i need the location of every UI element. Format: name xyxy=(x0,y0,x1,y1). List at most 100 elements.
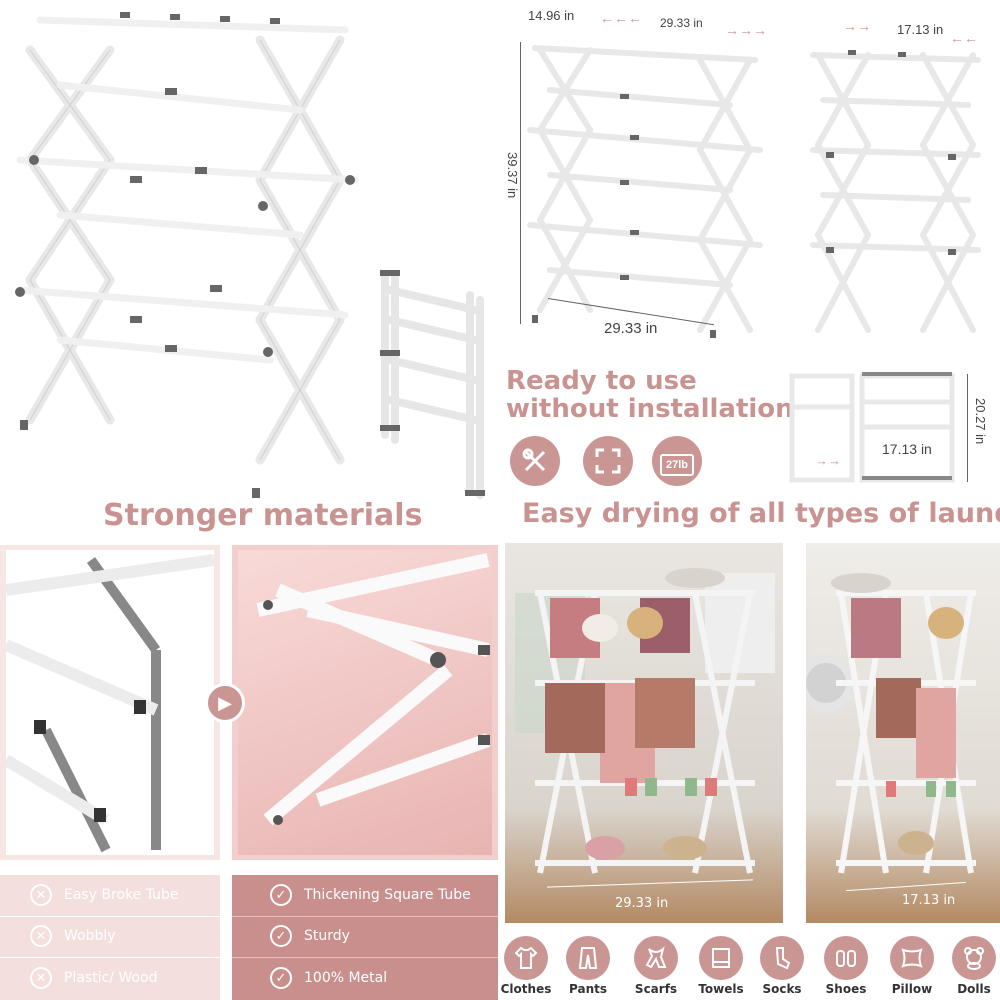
laundry-item-pillow: Pillow xyxy=(884,936,940,996)
strong-tube-panel xyxy=(232,545,498,860)
laundry-item-shoes: Shoes xyxy=(818,936,874,996)
laundry-rack-front-image xyxy=(515,568,775,874)
drying-rack-image xyxy=(15,12,359,498)
x-icon: ✕ xyxy=(30,967,52,989)
good-divider xyxy=(232,916,498,917)
ready-line-2: without installation xyxy=(506,394,794,424)
laundry-label: Scarfs xyxy=(634,982,678,996)
no-tools-icon xyxy=(510,436,560,486)
dim-height-unit: in xyxy=(505,188,520,199)
dim-folded-height-unit: in xyxy=(973,434,988,445)
laundry-label: Clothes xyxy=(500,982,552,996)
ready-line-1: Ready to use xyxy=(506,366,697,396)
dim-height: 39.37 in xyxy=(505,152,520,198)
dim-folded-width-unit: in xyxy=(920,441,932,457)
socks-icon xyxy=(760,936,804,980)
laundry-item-pants: Pants xyxy=(560,936,616,996)
height-line xyxy=(520,42,521,324)
check-icon: ✓ xyxy=(270,925,292,947)
dim-side-width-value: 17.13 xyxy=(897,22,930,37)
weak-tube-inner xyxy=(2,550,215,855)
pillow-icon xyxy=(890,936,934,980)
laundry-item-scarfs: Scarfs xyxy=(628,936,684,996)
arrow-fold-icon: →→ xyxy=(815,453,841,468)
thin-tube-image xyxy=(2,554,215,853)
dim-folded-width-value: 17.13 xyxy=(882,441,918,457)
good-row-3: ✓ 100% Metal xyxy=(240,959,498,997)
dim-folded-height: 20.27 in xyxy=(973,398,988,444)
laundry-photo-front: 29.33 in xyxy=(505,543,783,923)
good-divider xyxy=(232,957,498,958)
thick-tube-image xyxy=(256,553,491,826)
arrow-right-icon: →→→ xyxy=(725,22,767,38)
dim-depth: 14.96 in xyxy=(528,8,574,23)
rack-dimension-front-image xyxy=(527,45,763,338)
dim-folded-width: 17.13 in xyxy=(880,441,934,457)
dim-width-bottom: 29.33 in xyxy=(604,320,657,337)
good-row-2: ✓ Sturdy xyxy=(240,917,498,955)
arrow-inward-left-icon: →→ xyxy=(843,18,871,34)
load-badge: 27lb xyxy=(660,454,694,476)
arrow-inward-right-icon: ←← xyxy=(950,30,978,46)
dim-folded-height-value: 20.27 xyxy=(973,398,988,431)
laundry-item-towels: Towels xyxy=(693,936,749,996)
check-icon: ✓ xyxy=(270,967,292,989)
folded-dimension-image xyxy=(789,372,955,483)
laundry-label: Dolls xyxy=(957,982,991,996)
laundry-item-clothes: Clothes xyxy=(498,936,554,996)
laundry-item-dolls: Dolls xyxy=(946,936,1000,996)
laundry-label: Towels xyxy=(698,982,744,996)
heading-easy-drying: Easy drying of all types of laundry xyxy=(522,498,1000,529)
dim-height-value: 39.37 xyxy=(505,152,520,185)
bad-label: Wobbly xyxy=(64,928,116,944)
laundry-label: Shoes xyxy=(825,982,867,996)
towel-icon xyxy=(699,936,743,980)
photo-front-dim: 29.33 in xyxy=(615,896,669,911)
bad-label: Plastic/ Wood xyxy=(64,970,158,986)
check-icon: ✓ xyxy=(270,884,292,906)
laundry-label: Socks xyxy=(762,982,802,996)
bad-label: Easy Broke Tube xyxy=(64,887,179,903)
arrow-left-icon: ←←← xyxy=(600,10,642,26)
laundry-item-socks: Socks xyxy=(754,936,810,996)
dim-width-top-unit: in xyxy=(693,16,703,30)
laundry-rack-side-image xyxy=(806,573,976,874)
bad-divider xyxy=(0,957,220,958)
rack-dimension-side-image xyxy=(810,50,981,333)
dim-depth-unit: in xyxy=(564,8,575,23)
good-label: Thickening Square Tube xyxy=(304,887,471,903)
good-row-1: ✓ Thickening Square Tube xyxy=(240,876,498,914)
dim-depth-value: 14.96 xyxy=(528,8,561,23)
folded-rack-image xyxy=(380,270,485,499)
bad-row-3: ✕ Plastic/ Wood xyxy=(0,959,220,997)
strong-tube-inner xyxy=(238,550,492,855)
doll-icon xyxy=(952,936,996,980)
expand-icon xyxy=(583,436,633,486)
weak-tube-panel xyxy=(0,545,220,860)
dim-width-top: 29.33 in xyxy=(660,16,703,30)
bad-divider xyxy=(0,916,220,917)
bad-row-2: ✕ Wobbly xyxy=(0,917,220,955)
heading-stronger-materials: Stronger materials xyxy=(103,498,423,533)
photo-side-dim: 17.13 in xyxy=(902,893,956,908)
laundry-photo-side: 17.13 in xyxy=(806,543,1000,923)
x-icon: ✕ xyxy=(30,925,52,947)
bad-row-1: ✕ Easy Broke Tube xyxy=(0,876,220,914)
good-label: 100% Metal xyxy=(304,970,388,986)
shoes-icon xyxy=(824,936,868,980)
dim-side-width-unit: in xyxy=(933,22,944,37)
x-icon: ✕ xyxy=(30,884,52,906)
dim-width-bottom-unit: in xyxy=(645,320,658,337)
laundry-label: Pants xyxy=(569,982,607,996)
dim-side-width: 17.13 in xyxy=(897,22,943,37)
dim-width-top-value: 29.33 xyxy=(660,16,691,30)
folded-height-line xyxy=(967,374,968,482)
good-label: Sturdy xyxy=(304,928,350,944)
arrow-play-icon: ▶ xyxy=(205,683,245,723)
laundry-label: Pillow xyxy=(891,982,933,996)
weight-capacity-icon: 27lb xyxy=(652,436,702,486)
scarf-icon xyxy=(634,936,678,980)
dim-width-bottom-value: 29.33 xyxy=(604,320,642,337)
clothes-icon xyxy=(504,936,548,980)
pants-icon xyxy=(566,936,610,980)
